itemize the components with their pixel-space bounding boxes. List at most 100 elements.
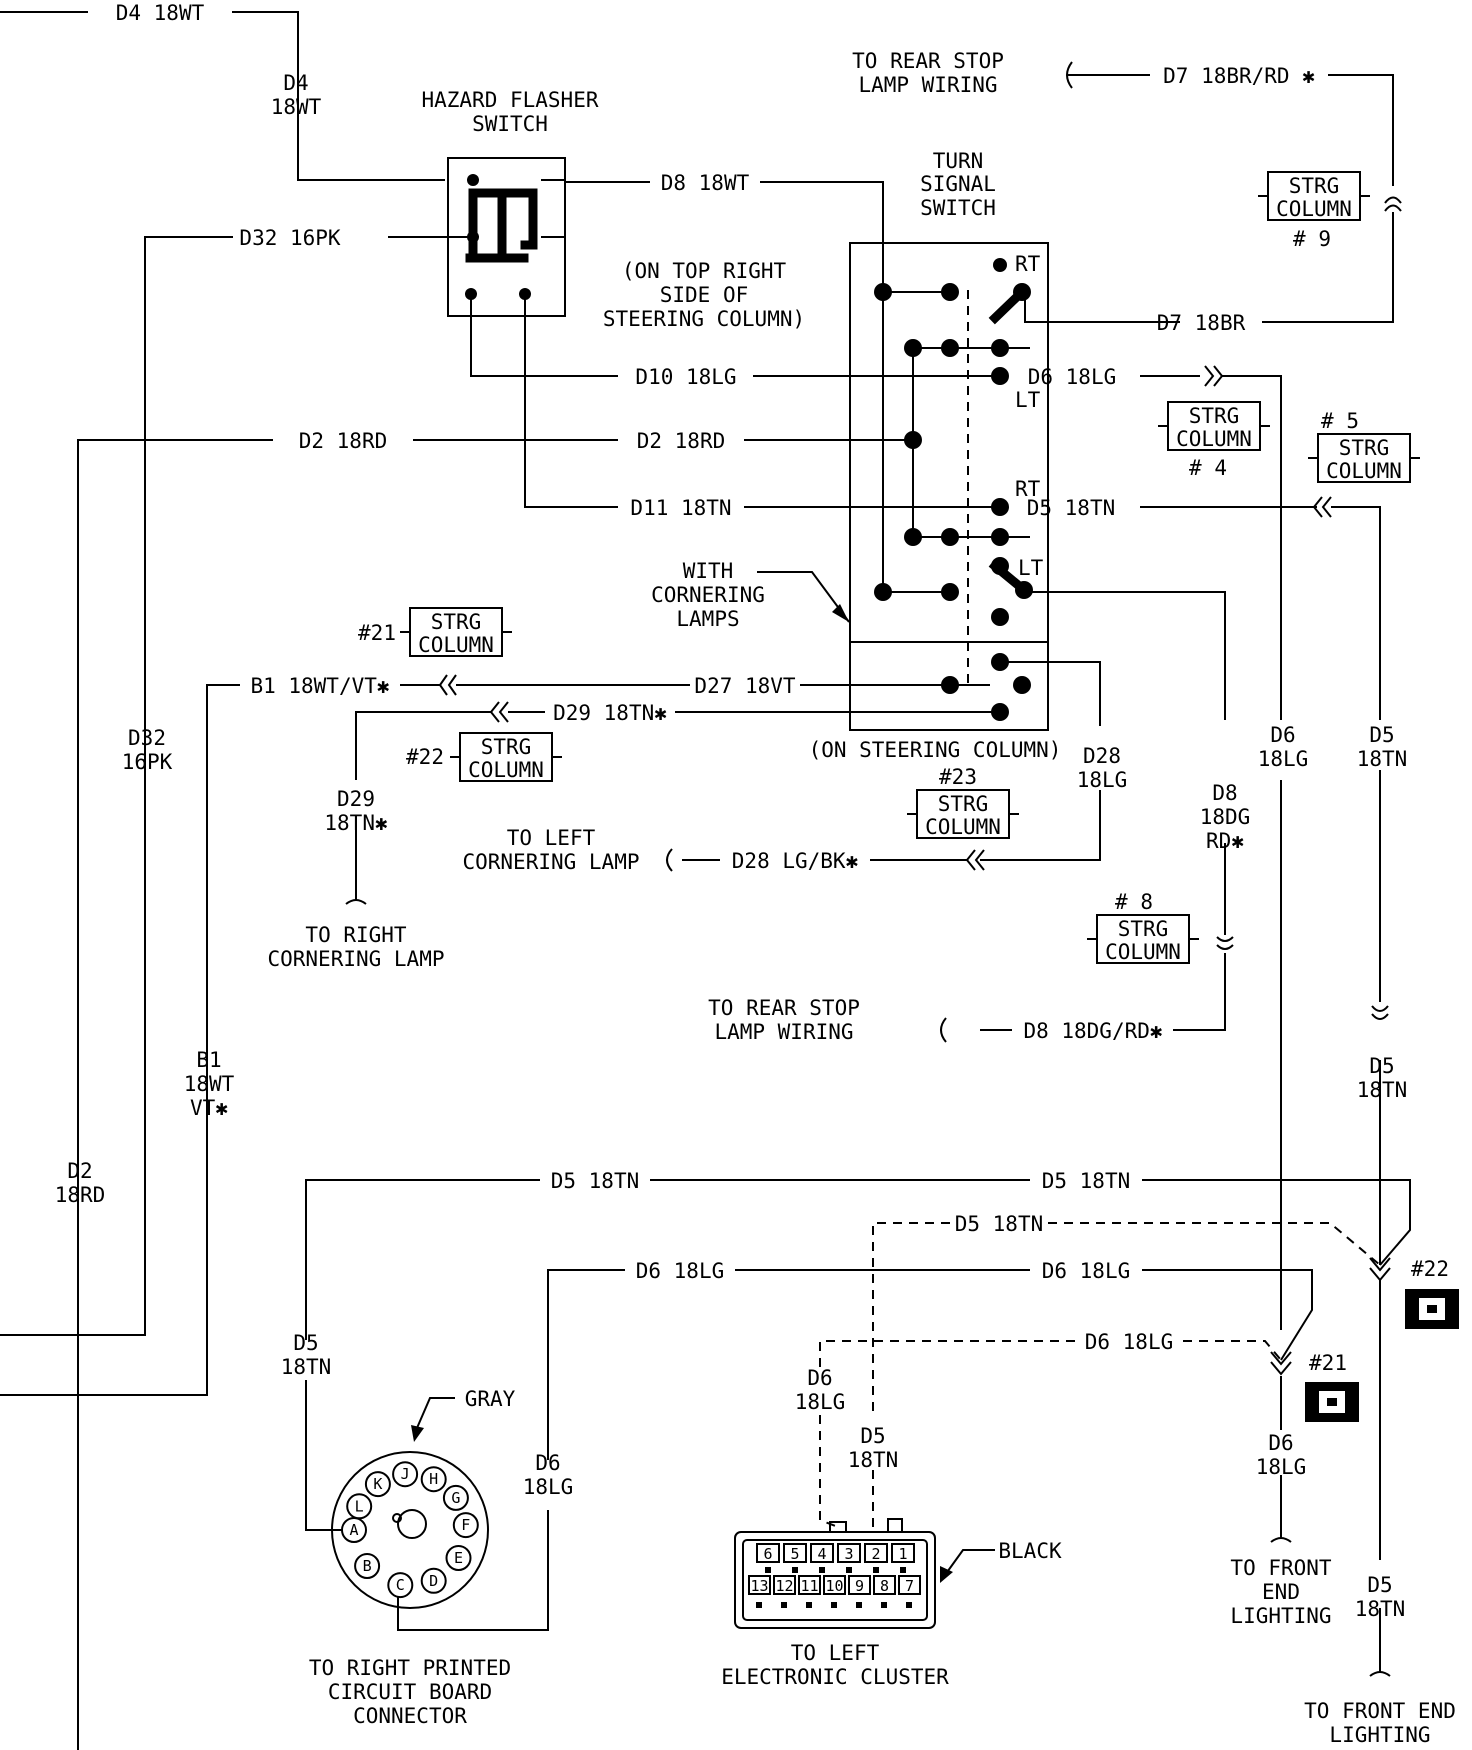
d8-down — [1173, 953, 1226, 1031]
d5-lower-right — [1142, 1179, 1411, 1266]
cluster-pin-13-label: 13 — [750, 1577, 768, 1595]
d2-vertical-label-1: 18RD — [55, 1183, 106, 1207]
d4-top-label: D4 18WT — [116, 1, 205, 25]
connector-number: #22 — [406, 745, 444, 769]
d6-center-vertical-label-1: 18LG — [795, 1390, 846, 1414]
pin-e — [445, 1545, 472, 1571]
cluster-pin-10 — [823, 1575, 846, 1595]
pin-k — [364, 1471, 391, 1498]
d5-left-vertical-label-0: D5 — [293, 1331, 318, 1355]
d5-vertical-label-1: 18TN — [1357, 747, 1408, 771]
d6-vertical-label-1: 18LG — [1258, 747, 1309, 771]
svg-text:(ON TOP RIGHT: (ON TOP RIGHT — [622, 259, 787, 283]
pin-e-label: E — [454, 1549, 463, 1567]
strg-label: STRG — [431, 610, 482, 634]
d8-vertical-label-0: D8 — [1212, 781, 1237, 805]
d32-label: D32 16PK — [239, 226, 341, 250]
strg21-break-b1 — [438, 674, 457, 696]
svg-text:LAMPS: LAMPS — [676, 607, 739, 631]
pin-g — [442, 1484, 469, 1511]
column-label: COLUMN — [1176, 427, 1252, 451]
pin-h — [420, 1466, 447, 1493]
d5-right-vertical-label-0: D5 — [1367, 1573, 1392, 1597]
lt-label-2: LT — [1018, 556, 1044, 580]
rear-stop-top-dest-1: LAMP WIRING — [858, 73, 997, 97]
hazard-switch-label-1: HAZARD FLASHER — [421, 88, 598, 112]
pin-b — [354, 1553, 381, 1579]
d5-center-vertical-label-0: D5 — [860, 1424, 885, 1448]
pin-h-label: H — [429, 1470, 438, 1488]
d2-right-label: D2 18RD — [637, 429, 726, 453]
cluster-pin-4 — [810, 1543, 834, 1563]
connector-number: # 4 — [1189, 456, 1227, 480]
d5-center-vertical-label-1: 18TN — [848, 1448, 899, 1472]
d29-down — [355, 711, 491, 780]
right-pcb-dest-1: CIRCUIT BOARD — [328, 1680, 492, 1704]
rt-label-2: RT — [1015, 477, 1041, 501]
connector-number: # 5 — [1321, 409, 1359, 433]
hazard-switch-label-2: SWITCH — [472, 112, 548, 136]
cluster-pin-1 — [891, 1543, 915, 1563]
d2-left-label: D2 18RD — [299, 429, 388, 453]
front-end-b-dest-1: LIGHTING — [1329, 1723, 1430, 1747]
pin-f-label: F — [461, 1516, 470, 1534]
d6-lower-a-label: D6 18LG — [636, 1259, 725, 1283]
d7-down — [1262, 212, 1394, 323]
front-end-a-dest-0: TO FRONT — [1230, 1556, 1332, 1580]
d11-label: D11 18TN — [630, 496, 731, 520]
cornering-lamps-note: WITH CORNERING LAMPS — [651, 559, 850, 631]
front-end-a-break — [1270, 1537, 1292, 1543]
turn-switch-label-3: SWITCH — [920, 196, 996, 220]
right-cornering-dest-0: TO RIGHT — [305, 923, 407, 947]
d28-vertical-label-1: 18LG — [1077, 768, 1128, 792]
d7-top-right — [1328, 74, 1394, 186]
d6-label: D6 18LG — [1028, 365, 1117, 389]
strg-label: STRG — [1339, 436, 1390, 460]
pin-c-label: C — [396, 1576, 405, 1594]
rear-stop-top-break — [1066, 61, 1073, 89]
on-steering-column-note: (ON STEERING COLUMN) — [809, 738, 1062, 762]
connector-number: # 9 — [1293, 227, 1331, 251]
front-end-a-dest-2: LIGHTING — [1230, 1604, 1331, 1628]
d5-vertical-label-0: D5 — [1369, 723, 1394, 747]
strg-label: STRG — [1289, 174, 1340, 198]
d6-lower-right — [1142, 1269, 1313, 1361]
d8-label: D8 18WT — [661, 171, 750, 195]
rear-stop-bot-dest-0: TO REAR STOP — [708, 996, 860, 1020]
column-label: COLUMN — [925, 815, 1001, 839]
d5-right-vertical-label-1: 18TN — [1355, 1597, 1406, 1621]
d6-dashed — [1183, 1340, 1282, 1361]
connector-number: #23 — [939, 765, 977, 789]
strg8-break — [1216, 936, 1234, 950]
gray-label: GRAY — [465, 1387, 516, 1411]
d29-label: D29 18TN✱ — [553, 701, 667, 725]
d7-label: D7 18BR — [1157, 311, 1246, 335]
svg-text:CORNERING: CORNERING — [651, 583, 765, 607]
right-cornering-break — [345, 899, 367, 905]
d32-vertical-label-0: D32 — [128, 726, 166, 750]
d6-left-vertical-label-0: D6 — [535, 1451, 560, 1475]
d6-lower-left — [547, 1269, 625, 1460]
d6-dashed-down — [819, 1415, 839, 1528]
pin-f — [452, 1512, 479, 1539]
cluster-pin-10-label: 10 — [825, 1577, 843, 1595]
svg-text:WITH: WITH — [683, 559, 734, 583]
svg-text:SIDE OF: SIDE OF — [660, 283, 749, 307]
column-label: COLUMN — [1276, 197, 1352, 221]
cluster-pin-7-label: 7 — [905, 1577, 914, 1595]
d29-vertical-label-1: 18TN✱ — [324, 811, 388, 835]
strg-label: STRG — [1118, 917, 1169, 941]
d5-right-mid-label-0: D5 — [1369, 1054, 1394, 1078]
d5-lower-a-label: D5 18TN — [551, 1169, 640, 1193]
d8-right — [760, 181, 884, 292]
cluster-pin-6-label: 6 — [763, 1545, 772, 1563]
cluster-pin-11 — [798, 1575, 821, 1595]
d28-h-label: D28 LG/BK✱ — [732, 849, 859, 873]
column-label: COLUMN — [1326, 459, 1402, 483]
cluster-pin-5-label: 5 — [790, 1545, 799, 1563]
